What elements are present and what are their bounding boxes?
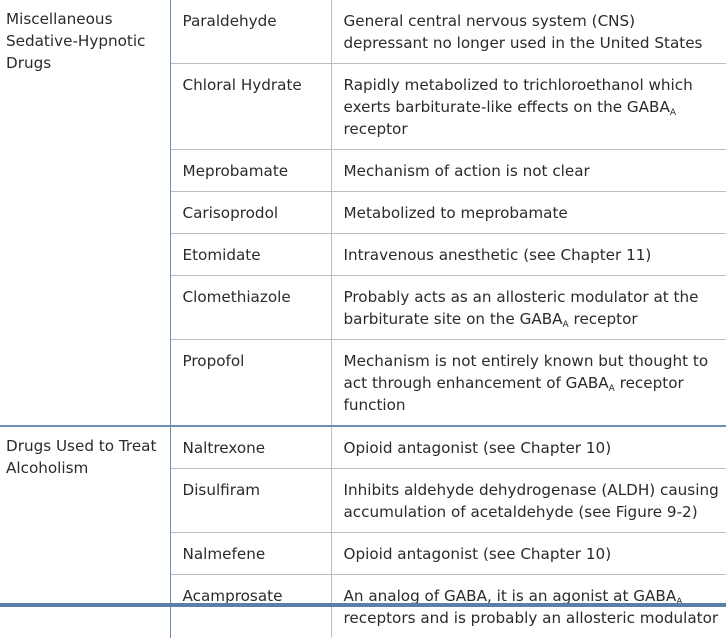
drug-name-cell: Etomidate bbox=[170, 234, 331, 276]
description-text: Rapidly metabolized to trichloroethanol … bbox=[344, 76, 693, 116]
drug-name-cell: Nalmefene bbox=[170, 533, 331, 575]
description-text: Inhibits aldehyde dehydrogenase (ALDH) c… bbox=[344, 481, 719, 521]
description-cell: Rapidly metabolized to trichloroethanol … bbox=[331, 64, 726, 150]
subscript-text: A bbox=[670, 108, 676, 118]
drug-name-cell: Carisoprodol bbox=[170, 192, 331, 234]
description-cell: Metabolized to meprobamate bbox=[331, 192, 726, 234]
description-cell: Opioid antagonist (see Chapter 10) bbox=[331, 533, 726, 575]
description-text: Metabolized to meprobamate bbox=[344, 204, 568, 222]
drug-name-cell: Propofol bbox=[170, 340, 331, 427]
category-cell: Miscellaneous Sedative-Hypnotic Drugs bbox=[0, 0, 170, 426]
description-cell: Intravenous anesthetic (see Chapter 11) bbox=[331, 234, 726, 276]
table-bottom-rule bbox=[0, 603, 726, 607]
drug-name-cell: Clomethiazole bbox=[170, 276, 331, 340]
description-cell: Mechanism of action is not clear bbox=[331, 150, 726, 192]
description-cell: Opioid antagonist (see Chapter 10) bbox=[331, 426, 726, 469]
description-cell: Mechanism is not entirely known but thou… bbox=[331, 340, 726, 427]
drug-name-cell: Disulfiram bbox=[170, 469, 331, 533]
description-text: receptors and is probably an allosteric … bbox=[344, 609, 719, 627]
drug-name-cell: Chloral Hydrate bbox=[170, 64, 331, 150]
description-text: Opioid antagonist (see Chapter 10) bbox=[344, 439, 612, 457]
drug-name-cell: Naltrexone bbox=[170, 426, 331, 469]
drug-name-cell: Meprobamate bbox=[170, 150, 331, 192]
description-text: Intravenous anesthetic (see Chapter 11) bbox=[344, 246, 652, 264]
description-cell: Probably acts as an allosteric modulator… bbox=[331, 276, 726, 340]
description-text: Probably acts as an allosteric modulator… bbox=[344, 288, 699, 328]
description-text: receptor bbox=[569, 310, 638, 328]
description-text: Opioid antagonist (see Chapter 10) bbox=[344, 545, 612, 563]
drug-name-cell: Paraldehyde bbox=[170, 0, 331, 64]
description-text: receptor bbox=[344, 120, 408, 138]
description-text: General central nervous system (CNS) dep… bbox=[344, 12, 703, 52]
description-cell: Inhibits aldehyde dehydrogenase (ALDH) c… bbox=[331, 469, 726, 533]
description-cell: General central nervous system (CNS) dep… bbox=[331, 0, 726, 64]
description-text: Mechanism of action is not clear bbox=[344, 162, 590, 180]
